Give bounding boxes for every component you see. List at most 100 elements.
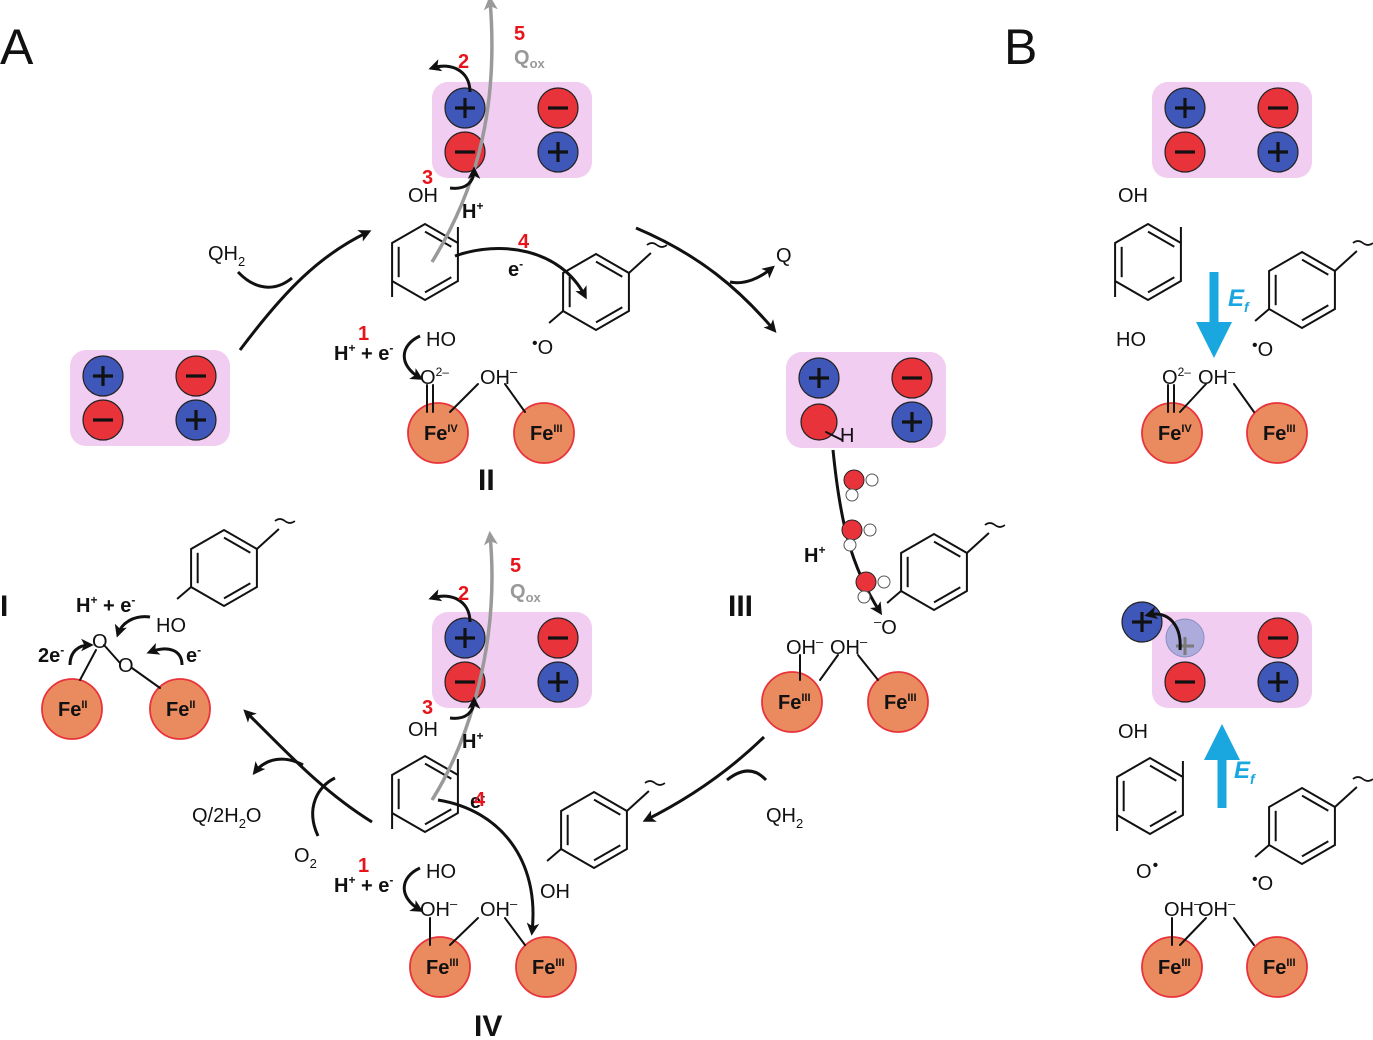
svg-text:OH: OH: [1118, 721, 1148, 743]
svg-text:FeII: FeII: [58, 699, 87, 721]
svg-text:e-: e-: [508, 257, 523, 281]
svg-text:O: O: [118, 655, 134, 677]
cycle-arrows: [236, 226, 883, 837]
svg-text:HO: HO: [426, 861, 456, 883]
hopped-plus-charge: [1121, 601, 1163, 643]
plus-charge: [537, 131, 579, 173]
tyrosine-B-bottom: [1268, 786, 1336, 866]
plus-charge: [891, 401, 933, 443]
arrow-to-IV: [642, 735, 766, 822]
svg-text:OH: OH: [540, 881, 570, 903]
svg-text:O2: O2: [294, 845, 317, 871]
svg-text:Ef: Ef: [1228, 285, 1250, 315]
svg-text:QH2: QH2: [766, 805, 803, 831]
arrow-o2-in: [311, 776, 336, 837]
charge-pads: [70, 82, 1312, 708]
svg-text:O•: O•: [1136, 857, 1158, 883]
svg-text:OH–: OH–: [1198, 896, 1236, 921]
svg-text:5: 5: [510, 555, 521, 577]
plus-charge: [1257, 661, 1299, 703]
svg-text:FeIV: FeIV: [1158, 423, 1192, 445]
svg-text:H+: H+: [462, 729, 483, 753]
plus-charge: [175, 399, 217, 441]
minus-charge: [444, 661, 486, 703]
qox-arrow-bottom: [430, 530, 498, 801]
charge-pad-II: [432, 82, 592, 178]
protonated-site: [800, 403, 838, 441]
water-molecule: [841, 519, 877, 552]
svg-text:FeIII: FeIII: [1158, 957, 1191, 979]
svg-text:•O: •O: [1252, 871, 1273, 895]
panel-label-b: B: [1004, 19, 1037, 75]
svg-text:FeIII: FeIII: [530, 423, 563, 445]
svg-text:HO: HO: [156, 615, 186, 637]
svg-text:•O: •O: [532, 335, 553, 359]
text-labels: QH2 Q QH2 Q/2H2O O2 II III IV I OH HO H+…: [0, 23, 1273, 1040]
plus-charge: [1164, 87, 1206, 129]
tyrosine-II: [562, 252, 630, 332]
svg-text:Ef: Ef: [1234, 757, 1256, 787]
step2-arrow-bottom: [428, 589, 472, 623]
svg-text:FeIII: FeIII: [1263, 957, 1296, 979]
fe-iv-B: FeIV: [1141, 402, 1203, 464]
svg-text:HO: HO: [1116, 329, 1146, 351]
svg-text:3: 3: [422, 697, 433, 719]
water-molecule: [843, 469, 879, 502]
minus-charge: [1257, 617, 1299, 659]
svg-text:Qox: Qox: [510, 581, 542, 605]
svg-text:OH: OH: [408, 185, 438, 207]
svg-text:H+ + e-: H+ + e-: [334, 873, 393, 897]
tyrosine-IV: [560, 790, 628, 870]
fe-iii-IV-b: FeIII: [515, 936, 577, 998]
fe-iv-II: FeIV: [407, 402, 469, 464]
hydroquinone-B-bottom: [1116, 756, 1184, 836]
svg-text:H+ + e-: H+ + e-: [76, 593, 135, 617]
charge-pad-III: [786, 352, 946, 448]
svg-text:e-: e-: [470, 789, 485, 813]
hydroquinone-IV: [391, 754, 459, 834]
svg-text:Q/2H2O: Q/2H2O: [192, 805, 261, 831]
svg-text:OH–: OH–: [480, 364, 518, 389]
minus-charge: [175, 355, 217, 397]
svg-text:FeII: FeII: [166, 699, 195, 721]
svg-text:III: III: [728, 590, 753, 623]
plus-charge: [798, 357, 840, 399]
svg-text:FeIV: FeIV: [424, 423, 458, 445]
plus-charge: [1257, 131, 1299, 173]
svg-text:2: 2: [458, 51, 469, 73]
arrow-to-I: [243, 709, 373, 824]
plus-charge: [444, 617, 486, 659]
svg-text:FeIII: FeIII: [532, 957, 565, 979]
panel-b-hop-arrow: [1144, 606, 1182, 651]
step1-arrow-top: [402, 334, 424, 380]
svg-text:2: 2: [458, 583, 469, 605]
hydroquinone-B-top: [1114, 222, 1182, 302]
minus-charge: [537, 617, 579, 659]
svg-text:2e-: 2e-: [38, 643, 64, 667]
panel-label-a: A: [0, 19, 34, 75]
charge-pad-B-top: [1152, 82, 1312, 178]
step1-arrow-bottom: [402, 866, 424, 912]
svg-text:FeIII: FeIII: [778, 692, 811, 714]
svg-text:•O: •O: [1252, 337, 1273, 361]
tyrosine-III: [900, 532, 968, 612]
svg-text:O: O: [92, 631, 108, 653]
arrow-q2h2o-out: [252, 757, 304, 775]
svg-text:OH: OH: [1118, 185, 1148, 207]
svg-text:FeIII: FeIII: [426, 957, 459, 979]
svg-text:4: 4: [474, 789, 486, 811]
svg-text:OH–: OH–: [1164, 896, 1202, 921]
svg-text:HO: HO: [426, 329, 456, 351]
iron-centers: FeIV FeIII FeIII FeIII FeIII FeIII FeII FeII FeI…: [41, 402, 1308, 998]
step4-arrow-top: [454, 247, 587, 300]
aromatic-rings: [176, 222, 1373, 870]
state-I-arrow-a: [114, 615, 151, 638]
svg-text:–O: –O: [874, 614, 897, 639]
svg-text:OH–: OH–: [830, 634, 868, 659]
state-I-arrow-b: [68, 638, 94, 666]
svg-text:OH: OH: [408, 719, 438, 741]
water-molecules: [841, 469, 891, 604]
minus-charge: [537, 87, 579, 129]
minus-charge: [891, 357, 933, 399]
charge-pad-IV: [432, 612, 592, 708]
